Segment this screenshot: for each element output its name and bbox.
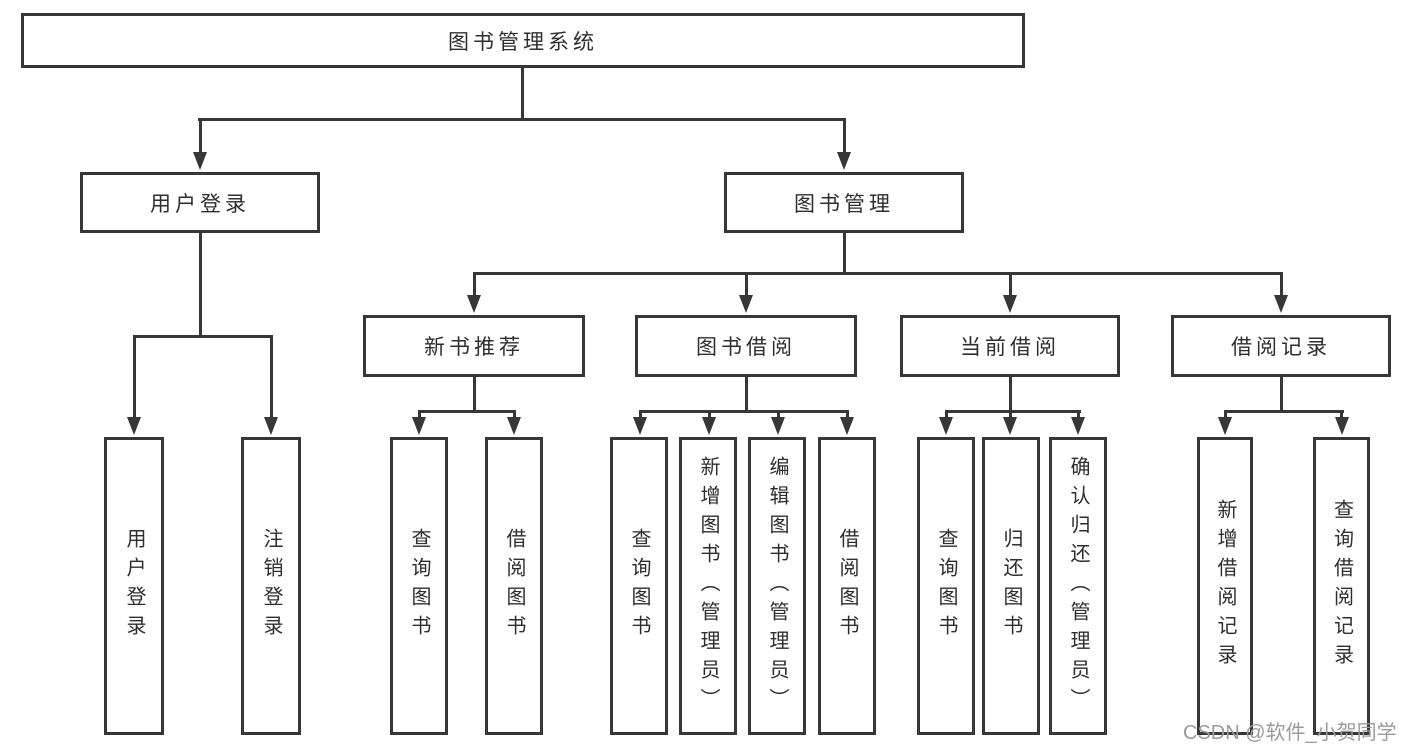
- node-label: 编辑图书（管理员）: [766, 455, 788, 717]
- connector-root-branch: [198, 118, 846, 121]
- connector-borrowing-records-branch: [1224, 410, 1344, 413]
- node-label: 查询图书: [408, 528, 430, 644]
- node-label: 当前借阅: [960, 336, 1060, 359]
- connector-to-current-borrowing: [1009, 272, 1012, 298]
- node-label: 用户登录: [123, 528, 145, 644]
- node-leaf-query-books-recommend: 查询图书: [390, 437, 448, 735]
- node-leaf-logout: 注销登录: [241, 437, 301, 735]
- connector-current-borrowing-branch: [945, 410, 1081, 413]
- connector-to-borrow-books-2: [846, 410, 849, 420]
- arrowhead-down-icon: [840, 417, 854, 435]
- node-label: 图书借阅: [696, 336, 796, 359]
- node-leaf-borrow-books-recommend: 借阅图书: [485, 437, 543, 735]
- node-label: 查询图书: [935, 528, 957, 644]
- arrowhead-down-icon: [771, 417, 785, 435]
- node-leaf-query-books-borrowing: 查询图书: [610, 437, 668, 735]
- arrowhead-down-icon: [1003, 417, 1017, 435]
- arrowhead-down-icon: [467, 295, 481, 313]
- node-book-borrowing: 图书借阅: [635, 315, 857, 377]
- connector-to-borrow-books-1: [513, 410, 516, 420]
- node-leaf-query-books-current: 查询图书: [917, 437, 975, 735]
- connector-book-management-branch: [473, 272, 1283, 275]
- connector-to-book-management: [843, 118, 846, 154]
- connector-new-book-recommend-branch: [418, 410, 516, 413]
- arrowhead-down-icon: [939, 417, 953, 435]
- arrowhead-down-icon: [739, 295, 753, 313]
- node-label: 图书管理系统: [448, 30, 598, 54]
- arrowhead-down-icon: [1003, 295, 1017, 313]
- connector-to-user-login: [199, 118, 202, 154]
- arrowhead-down-icon: [127, 417, 141, 435]
- node-leaf-add-borrow-record: 新增借阅记录: [1197, 437, 1253, 735]
- node-label: 查询借阅记录: [1330, 499, 1353, 673]
- connector-user-login-drop: [199, 233, 202, 335]
- connector-to-query-books-1: [418, 410, 421, 420]
- node-library-management-system: 图书管理系统: [21, 13, 1025, 68]
- connector-to-logout: [270, 335, 273, 419]
- connector-current-borrowing-drop: [1009, 377, 1012, 410]
- node-label: 归还图书: [1000, 528, 1022, 644]
- connector-to-book-borrowing: [745, 272, 748, 298]
- connector-to-edit-books: [777, 410, 780, 420]
- connector-to-add-record: [1224, 410, 1227, 420]
- node-user-login: 用户登录: [80, 172, 320, 233]
- arrowhead-down-icon: [1335, 417, 1349, 435]
- arrowhead-down-icon: [507, 417, 521, 435]
- arrowhead-down-icon: [193, 152, 207, 170]
- connector-to-query-record: [1340, 410, 1343, 420]
- connector-borrowing-records-drop: [1280, 377, 1283, 410]
- arrowhead-down-icon: [1071, 417, 1085, 435]
- node-leaf-user-login: 用户登录: [104, 437, 164, 735]
- arrowhead-down-icon: [264, 417, 278, 435]
- connector-book-management-drop: [843, 233, 846, 272]
- node-current-borrowing: 当前借阅: [900, 315, 1120, 377]
- connector-book-borrowing-drop: [745, 377, 748, 410]
- connector-to-query-books-2: [639, 410, 642, 420]
- node-label: 新增借阅记录: [1214, 499, 1236, 673]
- connector-to-confirm-return: [1077, 410, 1080, 420]
- node-label: 图书管理: [794, 192, 894, 216]
- connector-user-login-branch: [133, 335, 273, 338]
- node-label: 用户登录: [150, 192, 250, 216]
- connector-to-return-books: [1009, 410, 1012, 420]
- node-leaf-query-borrow-record: 查询借阅记录: [1313, 437, 1370, 735]
- arrowhead-down-icon: [1274, 295, 1288, 313]
- node-leaf-add-books-admin: 新增图书（管理员）: [679, 437, 737, 735]
- node-label: 注销登录: [260, 528, 282, 644]
- node-label: 确认归还（管理员）: [1067, 455, 1089, 717]
- node-leaf-borrow-books: 借阅图书: [818, 437, 876, 735]
- node-label: 新增图书（管理员）: [697, 455, 719, 717]
- node-borrowing-records: 借阅记录: [1171, 315, 1391, 377]
- arrowhead-down-icon: [837, 152, 851, 170]
- csdn-watermark: CSDN @软件_小贺同学: [1183, 722, 1397, 744]
- connector-new-book-recommend-drop: [473, 377, 476, 410]
- connector-to-new-book-recommend: [473, 272, 476, 298]
- arrowhead-down-icon: [412, 417, 426, 435]
- connector-book-borrowing-branch: [639, 410, 849, 413]
- connector-to-login: [133, 335, 136, 419]
- arrowhead-down-icon: [633, 417, 647, 435]
- node-label: 借阅记录: [1231, 336, 1331, 359]
- node-label: 新书推荐: [424, 336, 524, 359]
- node-book-management: 图书管理: [724, 172, 964, 233]
- arrowhead-down-icon: [702, 417, 716, 435]
- connector-to-add-books: [708, 410, 711, 420]
- node-leaf-confirm-return-admin: 确认归还（管理员）: [1049, 437, 1107, 735]
- node-new-book-recommend: 新书推荐: [363, 315, 585, 377]
- node-label: 查询图书: [628, 528, 650, 644]
- node-leaf-return-books: 归还图书: [982, 437, 1040, 735]
- connector-to-borrowing-records: [1280, 272, 1283, 298]
- arrowhead-down-icon: [1218, 417, 1232, 435]
- node-leaf-edit-books-admin: 编辑图书（管理员）: [748, 437, 806, 735]
- connector-root-drop: [521, 68, 524, 118]
- node-label: 借阅图书: [836, 528, 858, 644]
- connector-to-query-books-3: [945, 410, 948, 420]
- node-label: 借阅图书: [503, 528, 525, 644]
